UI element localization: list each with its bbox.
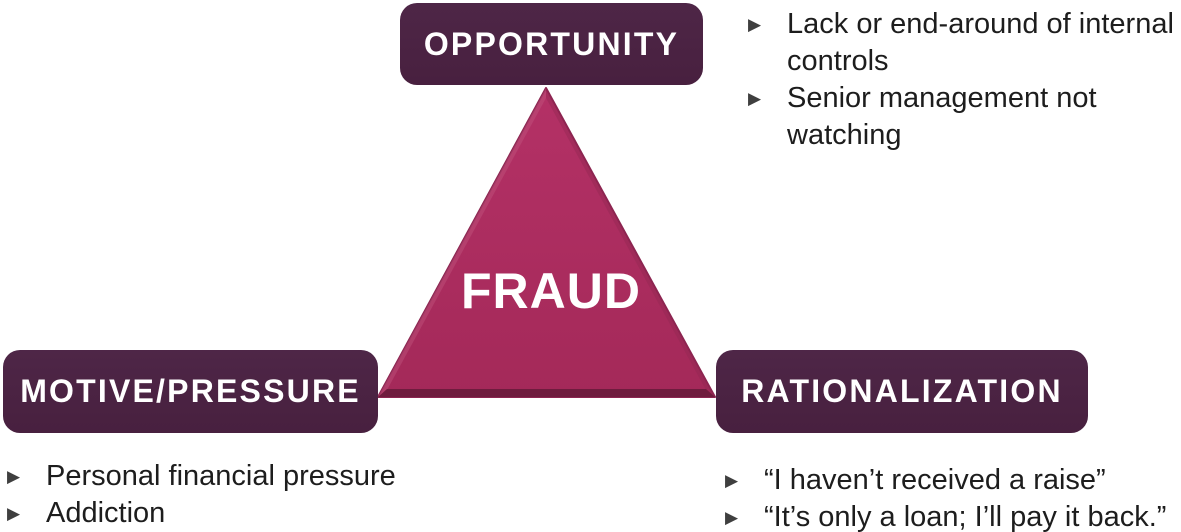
motive-pressure-bullet-list: ▶ Personal financial pressure ▶ Addictio… xyxy=(7,458,396,532)
node-label: MOTIVE/PRESSURE xyxy=(20,373,361,409)
node-rationalization: RATIONALIZATION xyxy=(716,350,1088,433)
node-label: RATIONALIZATION xyxy=(741,373,1063,409)
bullet-triangle-icon: ▶ xyxy=(748,89,762,108)
bullet-triangle-icon: ▶ xyxy=(748,15,762,34)
opportunity-bullet-list: ▶ Lack or end-around of internal control… xyxy=(748,6,1174,154)
bullet-triangle-icon: ▶ xyxy=(7,504,21,523)
list-item-text: Personal financial pressure xyxy=(46,460,396,492)
list-item: ▶ “It’s only a loan; I’ll pay it back.” xyxy=(725,499,1166,532)
bullet-triangle-icon: ▶ xyxy=(725,471,739,490)
node-label: OPPORTUNITY xyxy=(423,25,680,62)
list-item: ▶ Lack or end-around of internal control… xyxy=(748,6,1174,80)
list-item: ▶ “I haven’t received a raise” xyxy=(725,462,1166,499)
list-item-text: “I haven’t received a raise” xyxy=(764,464,1106,496)
rationalization-bullet-list: ▶ “I haven’t received a raise” ▶ “It’s o… xyxy=(725,462,1166,532)
bullet-triangle-icon: ▶ xyxy=(725,508,739,527)
fraud-center-label: FRAUD xyxy=(461,263,641,319)
fraud-triangle-shape xyxy=(377,87,716,398)
list-item: ▶ Addiction xyxy=(7,495,396,532)
list-item: ▶ Senior management not watching xyxy=(748,80,1174,154)
list-item-text: Addiction xyxy=(46,497,166,529)
node-motive-pressure: MOTIVE/PRESSURE xyxy=(3,350,378,433)
list-item: ▶ Personal financial pressure xyxy=(7,458,396,495)
list-item-text: Lack or end-around of internal controls xyxy=(787,8,1174,77)
bullet-triangle-icon: ▶ xyxy=(7,467,21,486)
node-opportunity: OPPORTUNITY xyxy=(400,3,703,85)
list-item-text: Senior management not watching xyxy=(787,82,1097,151)
list-item-text: “It’s only a loan; I’ll pay it back.” xyxy=(764,501,1167,532)
